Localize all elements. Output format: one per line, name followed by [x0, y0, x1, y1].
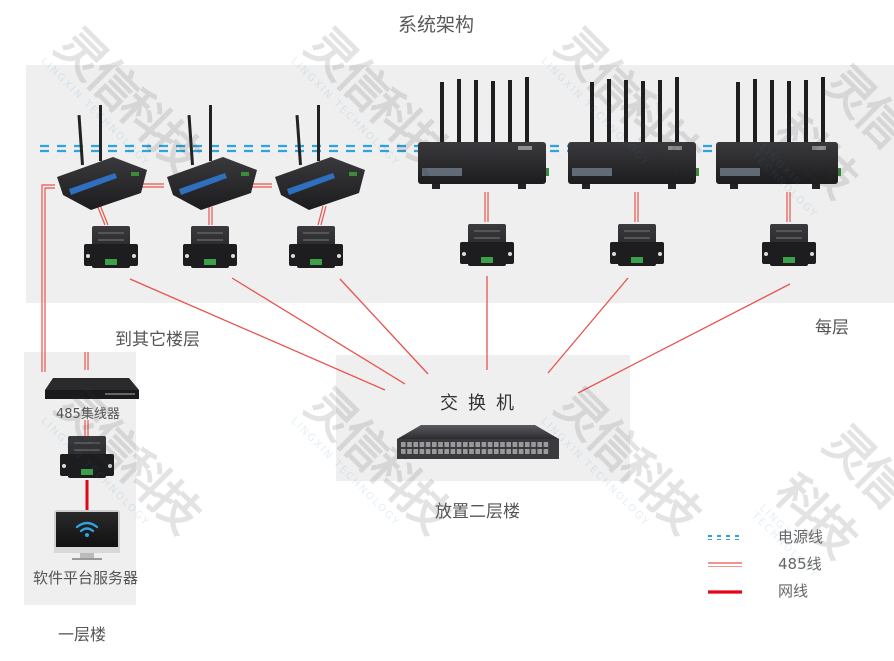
legend-item-rs485: 485线: [708, 553, 822, 574]
rs485-line-swatch: [708, 561, 742, 567]
switch-port: [425, 442, 431, 447]
switch-port: [413, 442, 418, 447]
switch-port: [537, 449, 542, 454]
small-gateway: [167, 105, 257, 210]
switch-port: [401, 442, 406, 447]
rs485-converter: [289, 226, 343, 268]
switch-port: [543, 442, 549, 447]
switch-port: [487, 449, 493, 454]
first-floor-label: 一层楼: [58, 625, 107, 644]
switch-port: [500, 449, 505, 454]
diagram-title: 系统架构: [398, 14, 475, 36]
switch-port: [537, 442, 542, 447]
switch-port: [506, 442, 511, 447]
switch-port: [481, 449, 487, 454]
switch-port: [475, 449, 480, 454]
switch-location-label: 放置二层楼: [435, 502, 520, 522]
switch-port: [444, 449, 449, 454]
switch-port: [463, 449, 468, 454]
large-gateway: [716, 77, 841, 189]
large-gateway: [568, 77, 699, 189]
switch-port: [407, 442, 412, 447]
server-monitor: [54, 510, 120, 560]
ethernet-fan-lines: [129, 276, 791, 394]
switch-port: [469, 449, 474, 454]
switch-port: [525, 442, 530, 447]
switch-port: [512, 442, 518, 447]
switch-port: [401, 449, 406, 454]
rs485-converter: [610, 224, 664, 266]
ethernet-line: [231, 277, 406, 385]
switch-port: [419, 449, 425, 454]
switch-port: [481, 442, 487, 447]
power-line-swatch: [708, 534, 742, 540]
switch-port: [456, 449, 462, 454]
switch-port: [487, 442, 493, 447]
switch-port: [525, 449, 530, 454]
switch-port: [450, 449, 456, 454]
switch-port: [432, 442, 437, 447]
server-label: 软件平台服务器: [33, 569, 139, 587]
switch-port: [494, 449, 499, 454]
ethernet-line: [547, 277, 629, 374]
switch-port: [413, 449, 418, 454]
legend-item-ethernet: 网线: [708, 580, 808, 601]
switch-port: [425, 449, 431, 454]
switch-port: [469, 442, 474, 447]
switch-port: [444, 442, 449, 447]
switch-port: [506, 449, 511, 454]
switch-port: [432, 449, 437, 454]
switch-port: [438, 442, 443, 447]
ethernet-line: [577, 283, 791, 394]
rs485-converter: [762, 224, 816, 266]
each-floor-label: 每层: [815, 318, 849, 338]
ethernet-line-swatch: [708, 589, 742, 594]
switch-port: [450, 442, 456, 447]
rs485-converter: [60, 436, 114, 478]
legend-label: 电源线: [778, 528, 824, 546]
switch-port: [543, 449, 549, 454]
rs485-lines: [41, 183, 791, 436]
switch-port: [456, 442, 462, 447]
switch-port: [407, 449, 412, 454]
hub-label: 485集线器: [56, 407, 120, 422]
switch-port: [518, 449, 524, 454]
switch-port: [463, 442, 468, 447]
legend-label: 网线: [778, 582, 809, 600]
small-gateway: [275, 105, 365, 210]
legend-label: 485线: [778, 555, 822, 573]
switch-port: [500, 442, 505, 447]
rs485-converter: [460, 224, 514, 266]
switch-port: [518, 442, 524, 447]
switch-label: 交换机: [440, 393, 524, 414]
wifi-icon: [75, 521, 99, 533]
large-gateway: [418, 77, 549, 189]
other-floors-label: 到其它楼层: [115, 330, 200, 350]
switch-port: [531, 449, 536, 454]
rs485-converter: [183, 226, 237, 268]
switch-port: [438, 449, 443, 454]
ethernet-line: [129, 278, 386, 391]
switch-port: [531, 442, 536, 447]
power-line: [40, 144, 730, 153]
network-switch-device: [397, 425, 559, 459]
switch-port: [419, 442, 425, 447]
switch-port: [475, 442, 480, 447]
small-gateway: [57, 105, 147, 210]
switch-panel: [336, 355, 630, 481]
switch-port: [512, 449, 518, 454]
rs485-hub-device: [45, 378, 139, 399]
legend-item-power: 电源线: [708, 526, 823, 547]
switch-port: [494, 442, 499, 447]
rs485-converter: [84, 226, 138, 268]
ethernet-line: [339, 278, 429, 375]
